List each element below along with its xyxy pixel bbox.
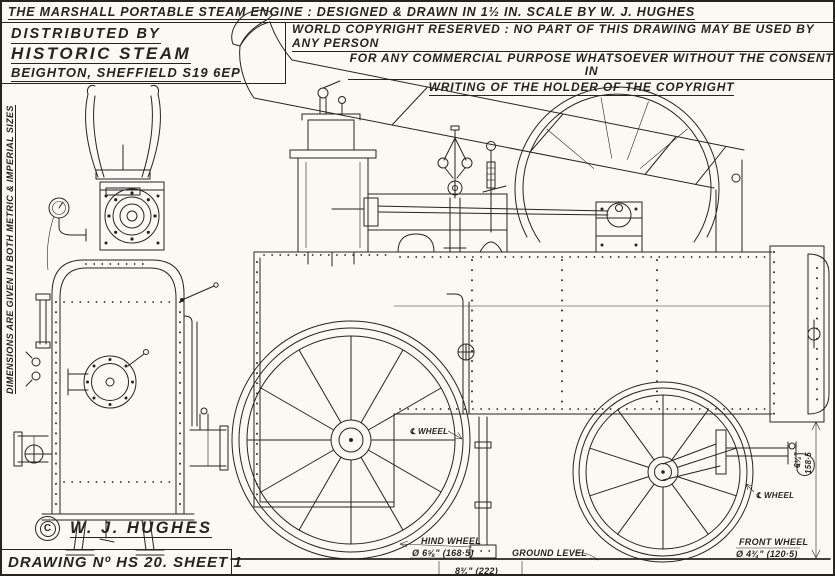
hind-wheel: [231, 320, 471, 560]
dimensions-note-text: DIMENSIONS ARE GIVEN IN BOTH METRIC & IM…: [5, 105, 17, 394]
height-dimension: [808, 421, 824, 559]
firebox-end-body: [41, 259, 195, 521]
pressure-gauge: [46, 197, 87, 271]
author-name: W. J. HUGHES: [70, 518, 213, 539]
safety-valve: [397, 141, 507, 253]
boiler-fittings-right: [180, 282, 219, 427]
drawing-number: DRAWING Nº HS 20. SHEET 1: [8, 554, 243, 571]
copyright-line1: WORLD COPYRIGHT RESERVED : NO PART OF TH…: [292, 22, 833, 52]
axle-stub-left: [13, 431, 49, 467]
towing-hook: [795, 453, 815, 476]
copyright-symbol-icon: C: [35, 516, 60, 541]
dimensions-note: DIMENSIONS ARE GIVEN IN BOTH METRIC & IM…: [5, 105, 17, 394]
boiler-fittings-left: [24, 293, 53, 464]
ground-offset-dimension: 8¾" (222): [455, 566, 498, 576]
flywheel: [514, 86, 720, 243]
annotation-labels: ℄ WHEEL ℄ WHEEL HIND WHEEL Ø 6⅝" (168·5)…: [399, 427, 813, 576]
manhole-dome: [397, 233, 435, 253]
height-dimension-inches: 6¼": [793, 452, 802, 468]
distributor-address: BEIGHTON, SHEFFIELD S19 6EP: [11, 65, 241, 83]
height-dimension-mm: 158·5: [804, 452, 813, 474]
cylinder-end-cover: [99, 181, 165, 251]
motion-work: [331, 193, 609, 253]
front-wheel: [572, 381, 754, 563]
hind-wheel-dimension: Ø 6⅝" (168·5): [412, 548, 474, 558]
front-axle-drawbar: [662, 429, 815, 481]
drawing-number-box: DRAWING Nº HS 20. SHEET 1: [2, 549, 242, 574]
front-wheel-dimension: Ø 4¾" (120·5): [736, 549, 798, 559]
distributor-name: HISTORIC STEAM: [11, 43, 192, 65]
front-wheel-centerline-label: ℄ WHEEL: [756, 491, 794, 500]
sheet-title: THE MARSHALL PORTABLE STEAM ENGINE : DES…: [2, 2, 833, 23]
hind-wheel-label: HIND WHEEL: [421, 536, 481, 546]
hook-eye: [788, 442, 796, 450]
smokebox: [769, 245, 830, 423]
governor: [437, 125, 473, 253]
towing-fork: [85, 85, 161, 196]
copyright-line2: FOR ANY COMMERCIAL PURPOSE WHATSOEVER WI…: [348, 50, 834, 81]
distributor-prefix: DISTRIBUTED BY: [11, 26, 161, 44]
fire-door: [67, 349, 149, 409]
boiler-barrel: [393, 251, 773, 415]
front-wheel-label: FRONT WHEEL: [739, 537, 808, 547]
pipework: [446, 293, 497, 559]
hind-wheel-centerline-label: ℄ WHEEL: [410, 427, 448, 436]
firebox-side: [253, 251, 395, 508]
axle-stub-right: [189, 407, 229, 471]
distributor-box: DISTRIBUTED BY HISTORIC STEAM BEIGHTON, …: [2, 23, 286, 84]
sheet-title-text: THE MARSHALL PORTABLE STEAM ENGINE : DES…: [8, 5, 696, 21]
copyright-line3: WRITING OF THE HOLDER OF THE COPYRIGHT: [428, 80, 735, 96]
cylinder-block: [289, 80, 377, 267]
copyright-notice: WORLD COPYRIGHT RESERVED : NO PART OF TH…: [288, 22, 834, 96]
end-elevation-view: [13, 85, 229, 556]
crankshaft-bearing: [595, 201, 643, 253]
author-signature: C W. J. HUGHES: [35, 516, 213, 541]
ground-level-label: GROUND LEVEL: [512, 548, 587, 558]
